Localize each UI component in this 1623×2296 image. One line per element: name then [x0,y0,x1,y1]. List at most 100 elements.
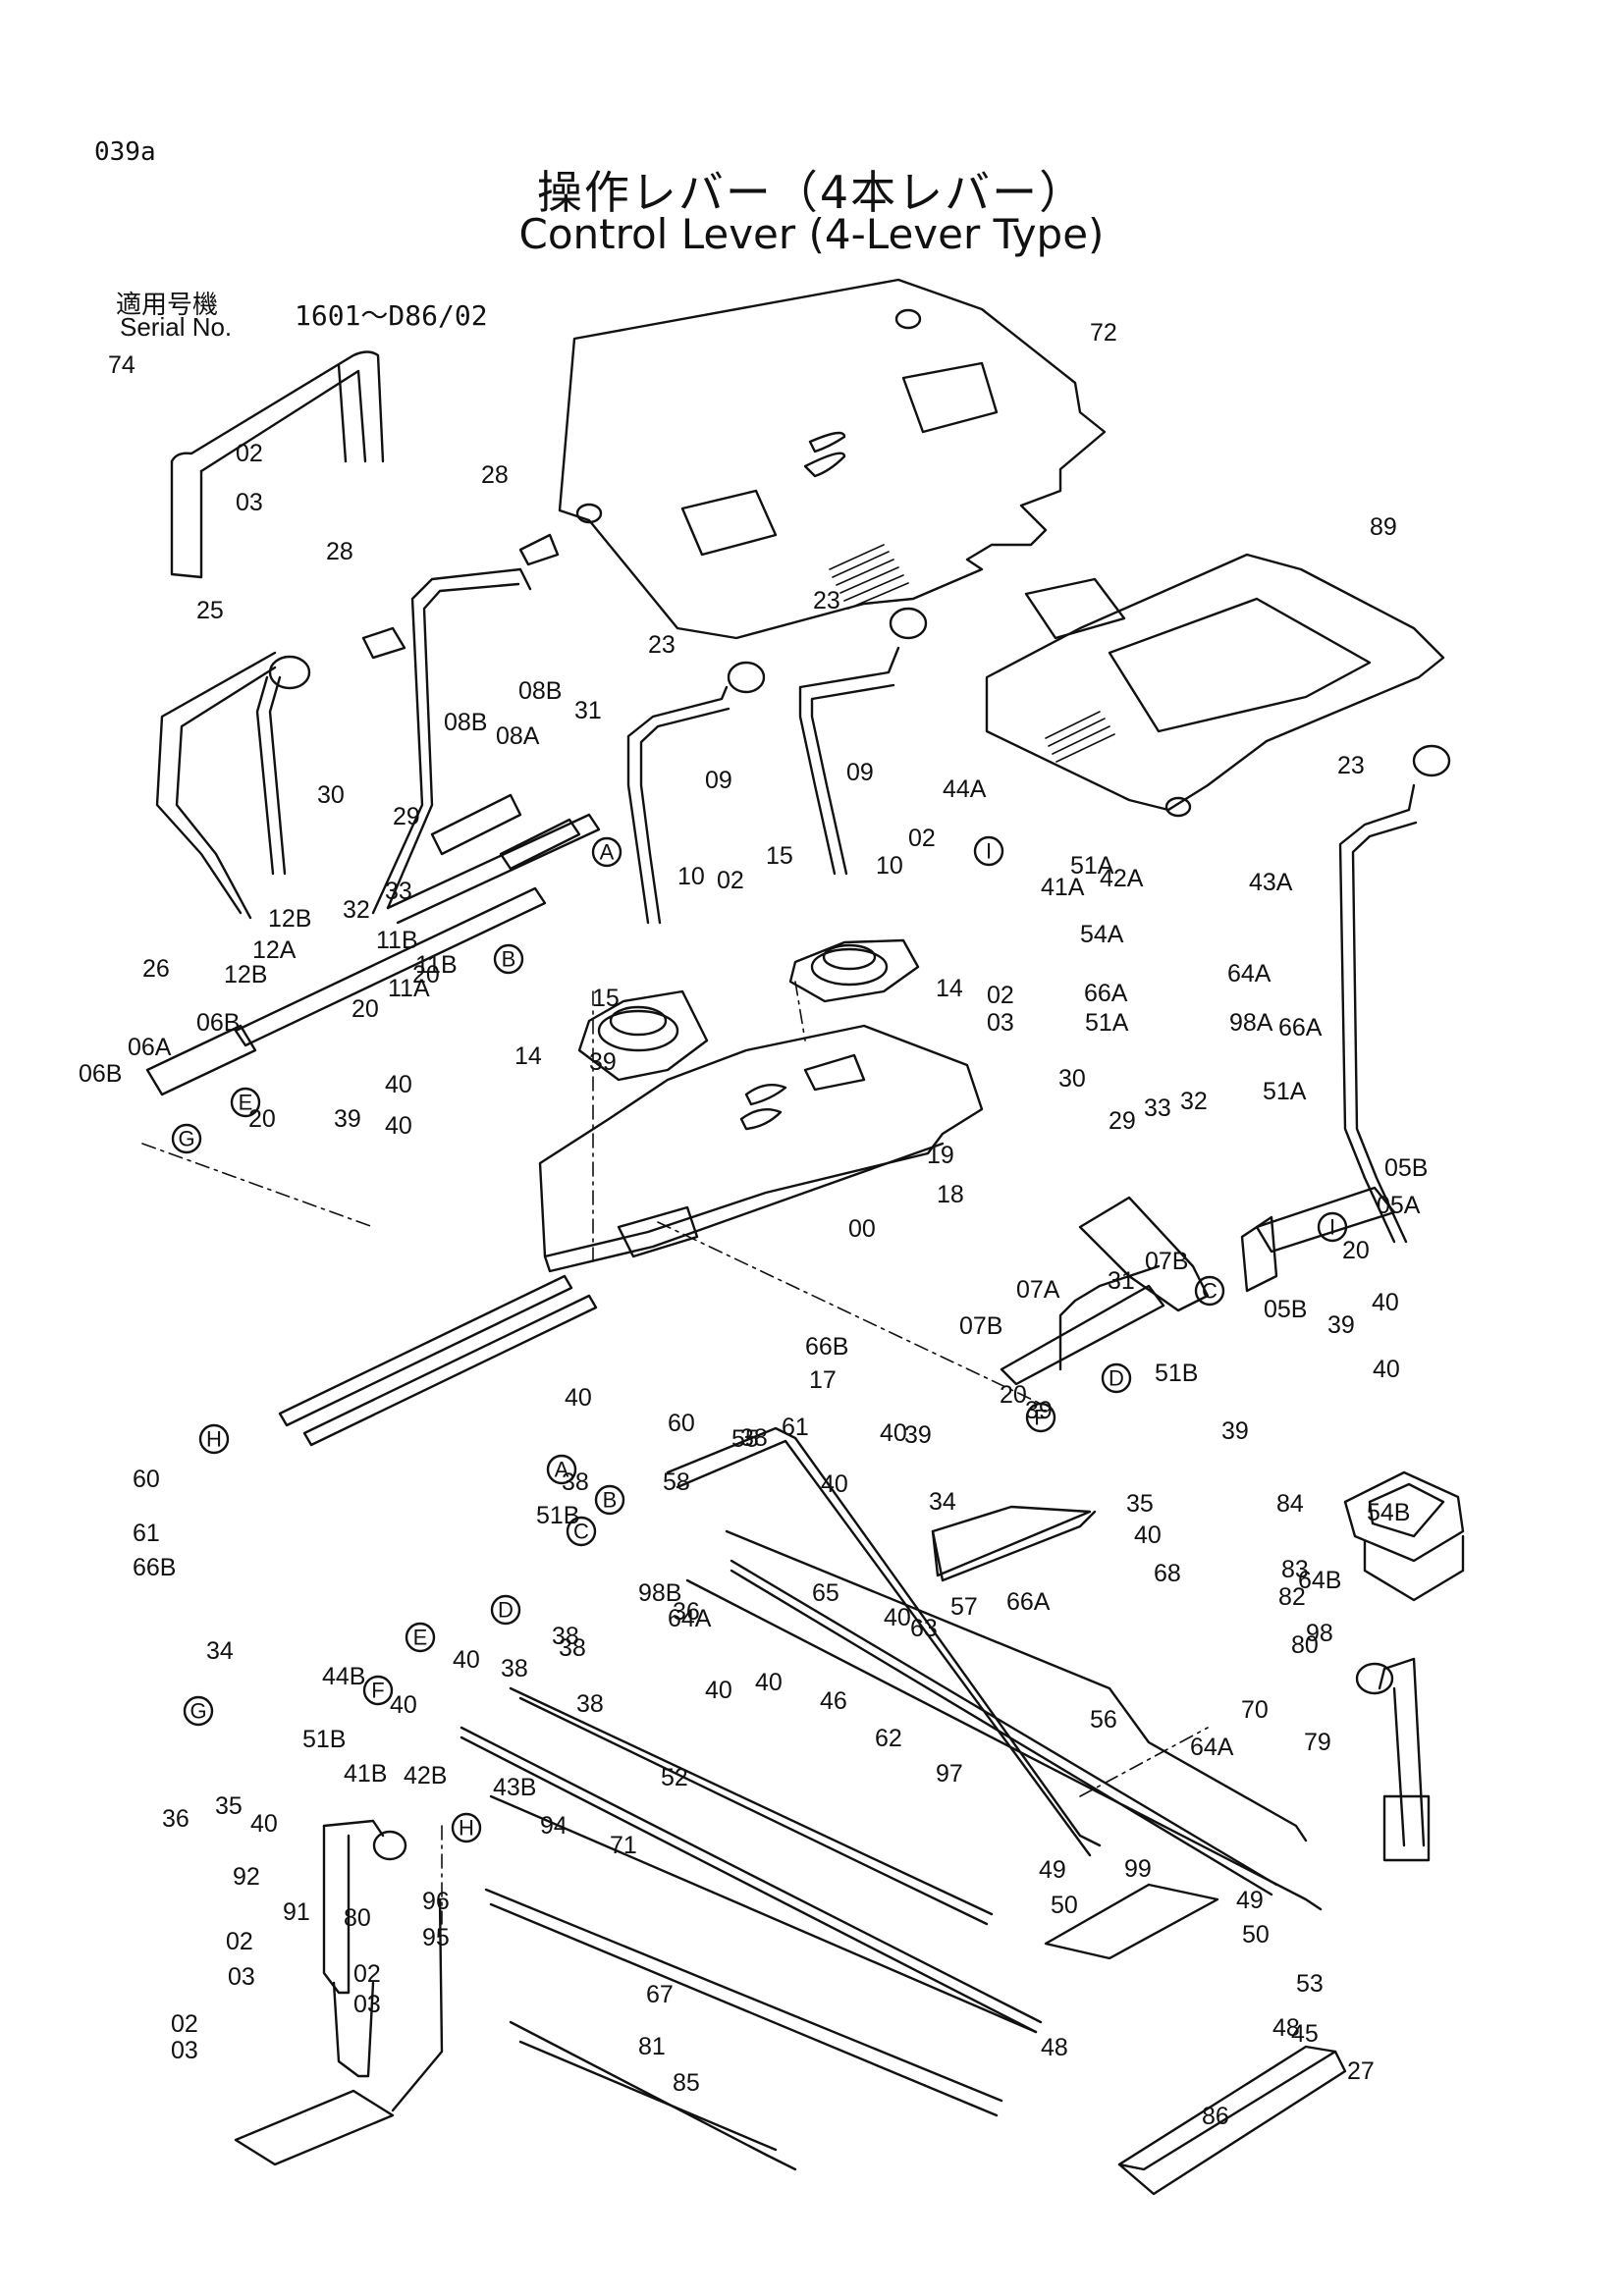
part-number-label: 48 [1272,2014,1300,2042]
circle-letter-label: I [986,839,992,864]
part-number-label: 65 [812,1579,839,1607]
part-number-label: 44B [322,1663,365,1690]
part-number-label: 41A [1041,874,1085,901]
part-number-label: 56 [1090,1706,1117,1734]
part-number-label: 39 [1327,1311,1355,1339]
part-number-label: 40 [1134,1522,1162,1549]
part-number-label: 15 [766,842,793,870]
control-lever-09 [626,646,1418,1244]
part-number-label: 19 [927,1142,954,1169]
part-number-label: 40 [755,1669,783,1696]
part-number-label: 40 [880,1419,907,1447]
part-number-label: 31 [1108,1267,1135,1295]
part-number-label: 39 [1025,1397,1053,1424]
part-number-label: 33 [385,878,412,905]
part-number-label: 82 [1278,1583,1306,1611]
part-number-label: 40 [884,1604,911,1631]
serial-label-english: Serial No. [120,312,233,342]
part-number-label: 74 [108,351,135,379]
circle-letter-label: C [573,1520,589,1544]
part-number-label: 12A [252,936,297,964]
circle-letter-label: E [413,1626,428,1650]
part-number-label: 25 [196,597,224,624]
marker-h [198,1423,230,1455]
part-number-label: 51A [1263,1078,1307,1105]
part-number-label: 50 [1051,1892,1078,1919]
part-number-label: 50 [1242,1921,1270,1949]
part-number-label: 40 [453,1646,480,1674]
part-number-label: 51B [1155,1360,1198,1387]
marker-d-lower [490,1594,521,1626]
lever-stand [234,1819,444,2166]
part-number-label: 63 [910,1615,938,1642]
part-number-label: 33 [1144,1095,1171,1122]
part-number-label: 31 [574,697,602,724]
part-number-label: 29 [393,803,420,830]
part-number-label: 03 [236,489,263,516]
part-number-label: 00 [848,1215,876,1243]
part-number-label: 92 [233,1863,260,1891]
serial-number-range: 1601～D86/02 [295,299,488,332]
part-number-label: 17 [809,1366,837,1394]
part-number-label: 03 [171,2037,198,2064]
part-number-label: 67 [646,1981,674,2008]
part-number-label: 02 [717,867,744,894]
marker-a-lower [546,1454,577,1485]
part-number-label: 39 [1221,1417,1249,1445]
part-number-label: 38 [552,1623,579,1650]
part-number-label: 41B [344,1760,387,1788]
circle-letter-label: A [555,1458,569,1482]
part-number-label: 57 [950,1593,978,1621]
control-lever-left [155,533,1451,920]
marker-b [493,943,524,975]
serial-label-japanese: 適用号機 [116,291,219,320]
circle-letter-label: D [1109,1366,1124,1391]
part-number-label: 02 [236,440,263,467]
part-number-label: 84 [1276,1490,1304,1518]
part-number-label: 40 [821,1470,848,1498]
part-number-label: 35 [1126,1490,1154,1518]
part-number-label: 02 [226,1928,253,1955]
part-number-label: 81 [638,2033,666,2060]
part-number-label: 38 [576,1690,604,1718]
part-number-label: 66A [1006,1588,1051,1616]
mounting-brackets [931,1505,1347,2196]
circle-letter-label: H [459,1816,474,1841]
marker-f-lower [362,1675,394,1706]
part-number-label: 66B [133,1554,176,1581]
base-plate [538,1024,984,1273]
marker-i-top [973,835,1004,867]
part-number-label: 54B [1367,1499,1410,1526]
circle-letter-label: B [603,1488,618,1513]
part-number-label: 20 [248,1105,276,1133]
circle-letter-label: H [206,1427,222,1452]
part-number-label: 28 [326,538,353,565]
marker-d [1101,1362,1132,1394]
part-number-label: 23 [1337,752,1365,779]
part-number-label: 98B [638,1579,681,1607]
circle-letter-markers [171,835,1348,1843]
part-number-label: 68 [1154,1560,1181,1587]
part-number-label: 61 [133,1520,160,1547]
control-cables [460,1426,1323,2171]
part-number-label: 64A [1227,960,1271,988]
part-number-label: 44A [943,775,987,803]
circle-letter-label: F [371,1679,384,1703]
part-number-label: 23 [813,587,840,614]
part-number-label: 79 [1304,1729,1331,1756]
part-number-label: 20 [1342,1237,1370,1264]
part-number-label: 28 [481,461,509,489]
page-code: 039a [94,137,156,167]
marker-a [591,836,622,868]
floor-mat [558,278,1126,640]
part-number-label: 38 [559,1634,586,1662]
part-number-label: 07A [1016,1276,1060,1304]
part-number-label: 05A [1377,1192,1421,1219]
part-number-label: 10 [677,863,705,890]
part-number-label: 48 [1041,2034,1068,2061]
part-number-label: 11B [376,927,418,954]
circle-letter-label: D [498,1598,514,1623]
part-number-label: 03 [353,1991,381,2018]
part-number-label: 71 [610,1832,637,1859]
